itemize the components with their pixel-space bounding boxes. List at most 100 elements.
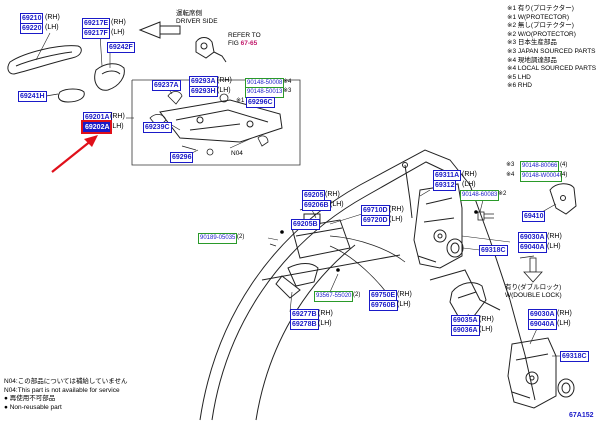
handle-pad [57,88,85,103]
part-69293H[interactable]: 69293H [189,86,218,97]
washer [446,238,464,258]
part-90189-05035[interactable]: 90189-05035 [198,233,238,244]
part-69750E-suffix: (RH) [397,291,412,298]
part-69720D-suffix: (LH) [389,216,403,223]
part-69410[interactable]: 69410 [522,211,546,222]
part-69040A[interactable]: 69040A [518,242,547,253]
legend-line: ※1 有り(プロテクター) [507,5,574,12]
latch-rod [402,162,413,219]
part-69040A-suffix: (LH) [547,243,561,250]
door-latch [413,183,463,269]
part-90148-50013-suffix: ※3 [283,88,292,94]
latch-cover [449,282,487,317]
striker [549,183,577,215]
inside-handle [275,263,319,299]
part-90148-W0004[interactable]: 90148-W0004 [520,171,562,182]
part-90148-60083[interactable]: 90148-60083 [460,190,500,201]
legend-line: ※4 現地調達部品 [507,56,557,64]
part-69760B-suffix: (LH) [397,301,411,308]
part-69217F[interactable]: 69217F [82,28,110,39]
part-69210-suffix: (RH) [45,14,60,21]
exploded-box [131,79,301,166]
part-69312-suffix: (LH) [462,181,476,188]
part-69220-suffix: (LH) [45,24,59,31]
part-69030A-b-suffix: (RH) [557,310,572,317]
highlight-arrow [51,135,98,173]
legend-line: ※1 W(PROTECTOR) [507,13,570,21]
double-lock-arrow [523,257,543,283]
part-69318C-b[interactable]: 69318C [560,351,589,362]
part-90148-60083-suffix: ※2 [498,191,507,197]
part-69030A-suffix: (RH) [547,233,562,240]
legend-line: ※2 W/O(PROTECTOR) [507,30,576,38]
non-reusable-marks [280,210,478,272]
part-69760B[interactable]: 69760B [369,300,398,311]
part-69205B[interactable]: 69205B [291,219,320,230]
double-lock-jp: 有り(ダブルロック) [505,284,562,291]
handle-cap [94,63,125,91]
legend-line: ※5 LHD [507,73,531,81]
part-69220[interactable]: 69220 [20,23,44,34]
part-69217F-suffix: (LH) [111,29,125,36]
refer-to: REFER TO [228,32,261,39]
part-93567-55020[interactable]: 93567-55020 [314,291,354,302]
note-line: N04:This part is not available for servi… [4,386,120,394]
note-line: N04:この部品については補給していません [4,378,128,385]
part-69205-suffix: (RH) [325,191,340,198]
part-69202A-suffix: (LH) [110,123,124,130]
small-parts [149,91,269,156]
legend-line: ※2 無し(プロテクター) [507,22,574,30]
part-69293A-suffix: (RH) [217,77,232,84]
part-69293H-suffix: (LH) [217,87,231,94]
legend-line: ※4 LOCAL SOURCED PARTS [507,65,597,73]
driver-side-jp: 運転席側 [176,10,202,17]
part-69277B-suffix: (RH) [318,310,333,317]
part-69318C-a[interactable]: 69318C [479,245,508,256]
part-69296C[interactable]: 69296C [246,97,275,108]
part-69278B-suffix: (LH) [318,320,332,327]
part-69296C-mark: ※1 [236,98,245,104]
part-69720D[interactable]: 69720D [361,215,390,226]
part-69036A[interactable]: 69036A [451,325,480,336]
part-69036A-suffix: (LH) [479,326,493,333]
part-69217E-suffix: (RH) [111,19,126,26]
part-69296[interactable]: 69296 [170,152,194,163]
page-code: 67A152 [569,412,594,419]
part-69040A-b[interactable]: 69040A [528,319,557,330]
highlight-box [81,120,112,134]
door-panel [199,149,536,421]
part-69035A-suffix: (RH) [479,316,494,323]
n04-mark: N04 [231,150,243,157]
legend-line: ※6 RHD [507,82,532,90]
part-69312[interactable]: 69312 [433,180,457,191]
part-69242F[interactable]: 69242F [107,42,135,53]
driver-side-en: DRIVER SIDE [176,18,218,25]
fig-prefix: FIG [228,40,239,47]
part-69206B-suffix: (LH) [330,201,344,208]
part-69206B[interactable]: 69206B [302,200,331,211]
legend: ※1 有り(プロテクター) ※1 W(PROTECTOR) ※2 無し(プロテク… [507,5,596,91]
part-69239C[interactable]: 69239C [143,122,172,133]
fig-number[interactable]: 67-65 [240,40,258,47]
double-lock-latch [507,337,557,409]
part-69237A[interactable]: 69237A [152,80,181,91]
part-90148-80066-mark: ※3 [506,162,515,168]
notes: N04:この部品については補給していません N04:This part is n… [4,378,128,412]
outer-handle [7,45,82,75]
lock-cylinder [195,37,227,63]
legend-line: ※3 JAPAN SOURCED PARTS [507,47,596,55]
part-90148-50008-suffix: ※4 [283,79,292,85]
note-line: ● 再使用不可部品 [4,395,56,403]
part-69040A-b-suffix: (LH) [557,320,571,327]
legend-line: ※3 日本生産部品 [507,39,557,47]
part-90148-80066-suffix: (4) [560,162,568,168]
part-93567-55020-suffix: (2) [353,292,361,298]
fig-ref[interactable]: FIG 67-65 [228,40,257,48]
part-69241H[interactable]: 69241H [18,91,47,102]
part-90148-W0004-suffix: (4) [560,172,568,178]
part-69201A-suffix: (RH) [110,113,125,120]
part-69710D-suffix: (RH) [389,206,404,213]
double-lock-en: W(DOUBLE LOCK) [505,292,562,299]
part-69278B[interactable]: 69278B [290,319,319,330]
